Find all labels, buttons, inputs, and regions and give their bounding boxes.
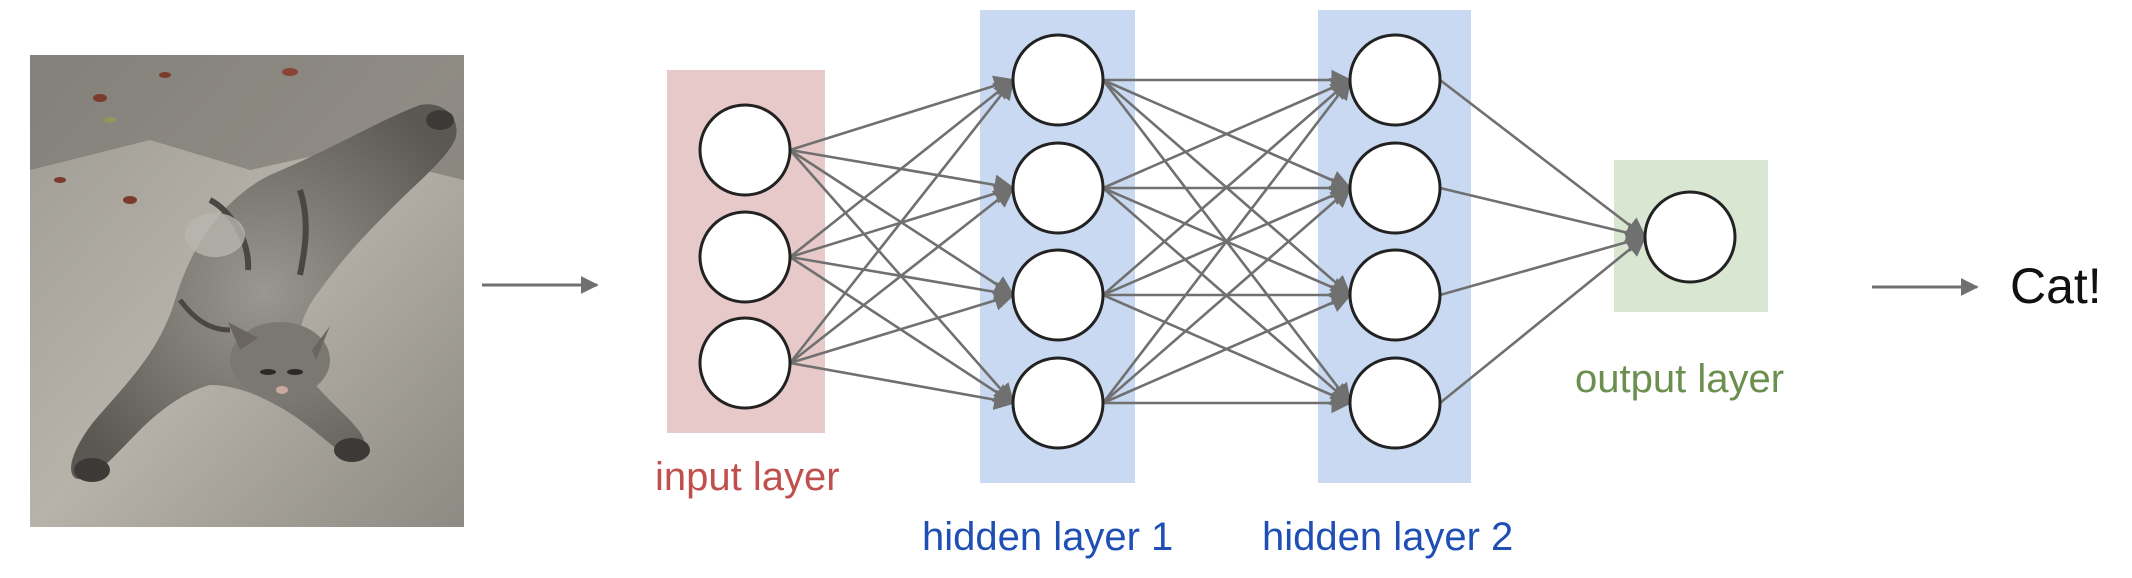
connection-hidden-layer-2-3-to-output-layer-0	[1439, 235, 1647, 405]
leaves	[54, 68, 298, 204]
hidden-layer-1-neuron-3	[1011, 248, 1105, 342]
hidden-layer-1-neuron-1	[1011, 33, 1105, 127]
neurons	[698, 33, 1737, 450]
hidden-layer-2-neuron-3	[1348, 248, 1442, 342]
hidden-layer-2-neuron-4	[1348, 356, 1442, 450]
connection-input-layer-2-to-hidden-layer-1-3	[789, 361, 1016, 410]
connection-input-layer-1-to-hidden-layer-1-0	[789, 78, 1015, 259]
connection-hidden-layer-1-3-to-hidden-layer-2-2	[1102, 292, 1352, 405]
connection-input-layer-2-to-hidden-layer-1-2	[789, 290, 1015, 365]
hidden-layer-1-label: hidden layer 1	[922, 515, 1173, 559]
connection-input-layer-2-to-hidden-layer-1-1	[789, 186, 1015, 365]
hidden-layer-1-neuron-2	[1011, 141, 1105, 235]
hidden-layer-1-neuron-4	[1011, 356, 1105, 450]
output-layer-neuron-1	[1643, 190, 1737, 284]
input-layer-label: input layer	[655, 455, 840, 499]
cat-photo	[30, 55, 464, 527]
output-layer-label: output layer	[1575, 357, 1784, 401]
connection-hidden-layer-1-2-to-hidden-layer-2-0	[1102, 78, 1352, 296]
input-layer-neuron-2	[698, 210, 792, 304]
connection-hidden-layer-1-3-to-hidden-layer-2-0	[1101, 78, 1352, 404]
hidden-layer-2-neuron-2	[1348, 141, 1442, 235]
connection-input-layer-0-to-hidden-layer-1-0	[789, 75, 1015, 152]
connection-input-layer-2-to-hidden-layer-1-0	[788, 78, 1015, 364]
hidden-layer-2-neuron-1	[1348, 33, 1442, 127]
connections	[788, 69, 1648, 414]
connection-hidden-layer-1-1-to-hidden-layer-2-0	[1102, 77, 1352, 190]
connection-hidden-layer-2-0-to-output-layer-0	[1439, 78, 1647, 239]
hidden-layer-2-label: hidden layer 2	[1262, 515, 1513, 559]
cat-figure	[71, 104, 457, 482]
connection-hidden-layer-2-2-to-output-layer-0	[1439, 232, 1648, 297]
connection-hidden-layer-1-3-to-hidden-layer-2-1	[1102, 186, 1352, 404]
input-layer-neuron-1	[698, 103, 792, 197]
connection-hidden-layer-2-1-to-output-layer-0	[1439, 186, 1648, 243]
result-label: Cat!	[2010, 258, 2102, 314]
input-layer-neuron-3	[698, 316, 792, 410]
